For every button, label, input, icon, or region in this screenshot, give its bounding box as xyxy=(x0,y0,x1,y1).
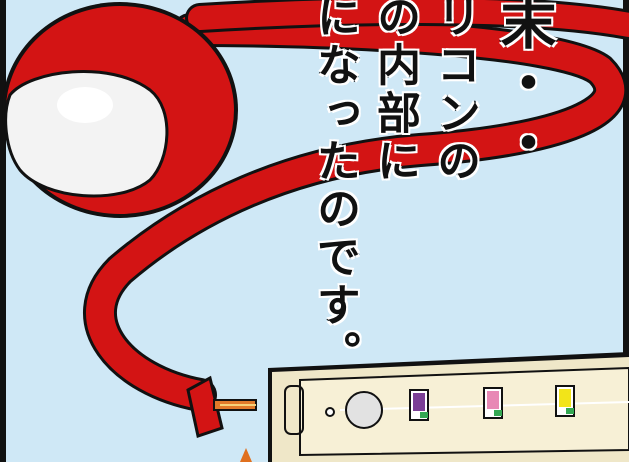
orange-mark xyxy=(240,448,252,462)
switch-2 xyxy=(483,387,503,419)
narration-column-4: になったのです。 xyxy=(308,0,361,379)
switch-1 xyxy=(409,389,429,421)
power-strip xyxy=(268,352,629,462)
power-cord xyxy=(86,16,625,409)
red-device xyxy=(2,2,238,218)
switch-3 xyxy=(555,385,575,417)
panel-border-left xyxy=(0,0,6,462)
narration-column-1: 末・・ xyxy=(490,0,557,175)
narration-column-3: の内部に xyxy=(368,0,421,187)
strip-button xyxy=(345,391,383,429)
white-dome xyxy=(4,70,169,198)
power-cord-upper xyxy=(188,0,629,37)
cord-end xyxy=(186,375,257,438)
panel-border-right xyxy=(623,0,629,462)
narration-column-2: リコンの xyxy=(428,0,481,187)
